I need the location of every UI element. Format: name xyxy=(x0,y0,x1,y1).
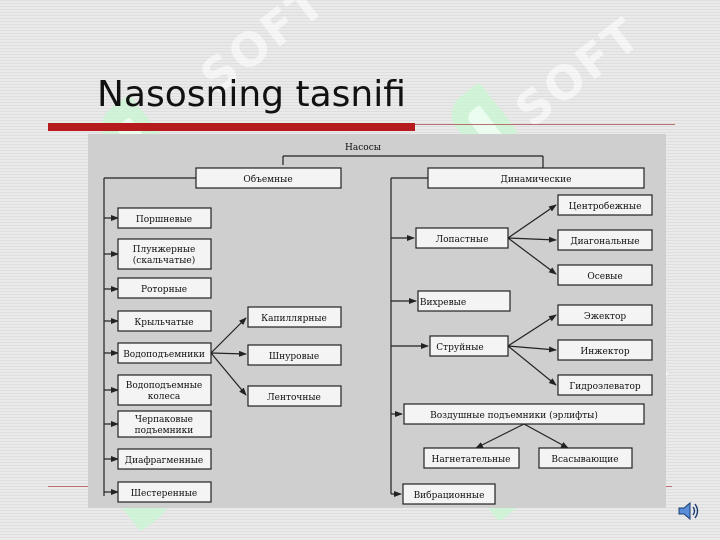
node-box xyxy=(247,385,342,407)
node-box xyxy=(117,310,212,332)
node-box xyxy=(247,344,342,366)
watermark-text: SOFT xyxy=(505,6,651,138)
node-ejector: Эжектор xyxy=(584,312,627,322)
slide-title: Nasosning tasnifi xyxy=(97,74,406,115)
node-vortex: Вихревые xyxy=(420,298,466,308)
node-jet: Струйные xyxy=(436,343,483,353)
node-box xyxy=(247,306,342,328)
node-water-lifters: Водоподъемники xyxy=(123,350,205,360)
node-box xyxy=(557,229,653,251)
node-diaphragm: Диафрагменные xyxy=(125,456,203,466)
node-box xyxy=(117,207,212,229)
node-box xyxy=(195,167,342,189)
title-rule-accent xyxy=(48,123,415,131)
speaker-icon[interactable] xyxy=(677,500,701,522)
node-box xyxy=(557,304,653,326)
right-group: Динамические Лопастные Вихревые Струйные… xyxy=(402,167,653,505)
node-rotary: Роторные xyxy=(141,285,187,295)
node-cord: Шнуровые xyxy=(269,352,319,362)
node-diagonal: Диагональные xyxy=(570,237,639,247)
node-box xyxy=(417,290,511,312)
node-piston: Поршневые xyxy=(136,215,192,225)
node-vane: Лопастные xyxy=(436,235,489,245)
node-hydroelevator: Гидроэлеватор xyxy=(569,382,641,392)
pump-classification-diagram: Насосы Объемные Поршневые Плунжерные (ск… xyxy=(88,134,666,508)
node-belt: Ленточные xyxy=(267,393,321,403)
node-box xyxy=(117,342,212,364)
node-box xyxy=(117,374,212,406)
node-plunger-sub: (скальчатые) xyxy=(133,255,195,266)
node-box xyxy=(117,481,212,503)
diagram-connectors xyxy=(103,155,569,497)
group-label-dynamic: Динамические xyxy=(501,175,572,185)
node-box xyxy=(403,403,645,425)
node-bucket-lifters-sub: подъемники xyxy=(135,426,194,436)
node-box xyxy=(557,374,653,396)
group-label-volumetric: Объемные xyxy=(243,174,292,185)
node-gear: Шестеренные xyxy=(131,489,198,499)
node-box xyxy=(429,335,509,357)
node-airlift: Воздушные подъемники (эрлифты) xyxy=(430,410,598,421)
node-water-wheels-sub: колеса xyxy=(148,392,181,402)
node-bucket-lifters: Черпаковые xyxy=(135,415,193,425)
node-box xyxy=(415,227,509,249)
node-box xyxy=(423,447,520,469)
node-box xyxy=(117,277,212,299)
node-box xyxy=(117,448,212,470)
node-centrifugal: Центробежные xyxy=(569,201,642,212)
node-box xyxy=(427,167,645,189)
node-injector: Инжектор xyxy=(580,347,629,357)
node-pressure: Нагнетательные xyxy=(431,455,510,465)
node-vane-type: Крыльчатые xyxy=(134,318,193,328)
title-rule-line xyxy=(415,124,675,125)
node-box xyxy=(557,339,653,361)
node-box xyxy=(557,264,653,286)
left-group: Объемные Поршневые Плунжерные (скальчаты… xyxy=(117,167,342,503)
node-plunger: Плунжерные xyxy=(133,245,196,255)
node-axial: Осевые xyxy=(587,272,622,282)
diagram-svg: Насосы Объемные Поршневые Плунжерные (ск… xyxy=(103,143,653,505)
node-water-wheels: Водоподъемные xyxy=(126,381,203,391)
node-capillary: Капиллярные xyxy=(261,314,327,324)
node-box xyxy=(557,194,653,216)
node-box xyxy=(402,483,496,505)
node-box xyxy=(117,410,212,438)
node-vibration: Вибрационные xyxy=(414,490,485,501)
node-box xyxy=(538,447,633,469)
node-box xyxy=(117,238,212,270)
node-suction: Всасывающие xyxy=(551,455,618,465)
diagram-root-label: Насосы xyxy=(345,143,381,153)
